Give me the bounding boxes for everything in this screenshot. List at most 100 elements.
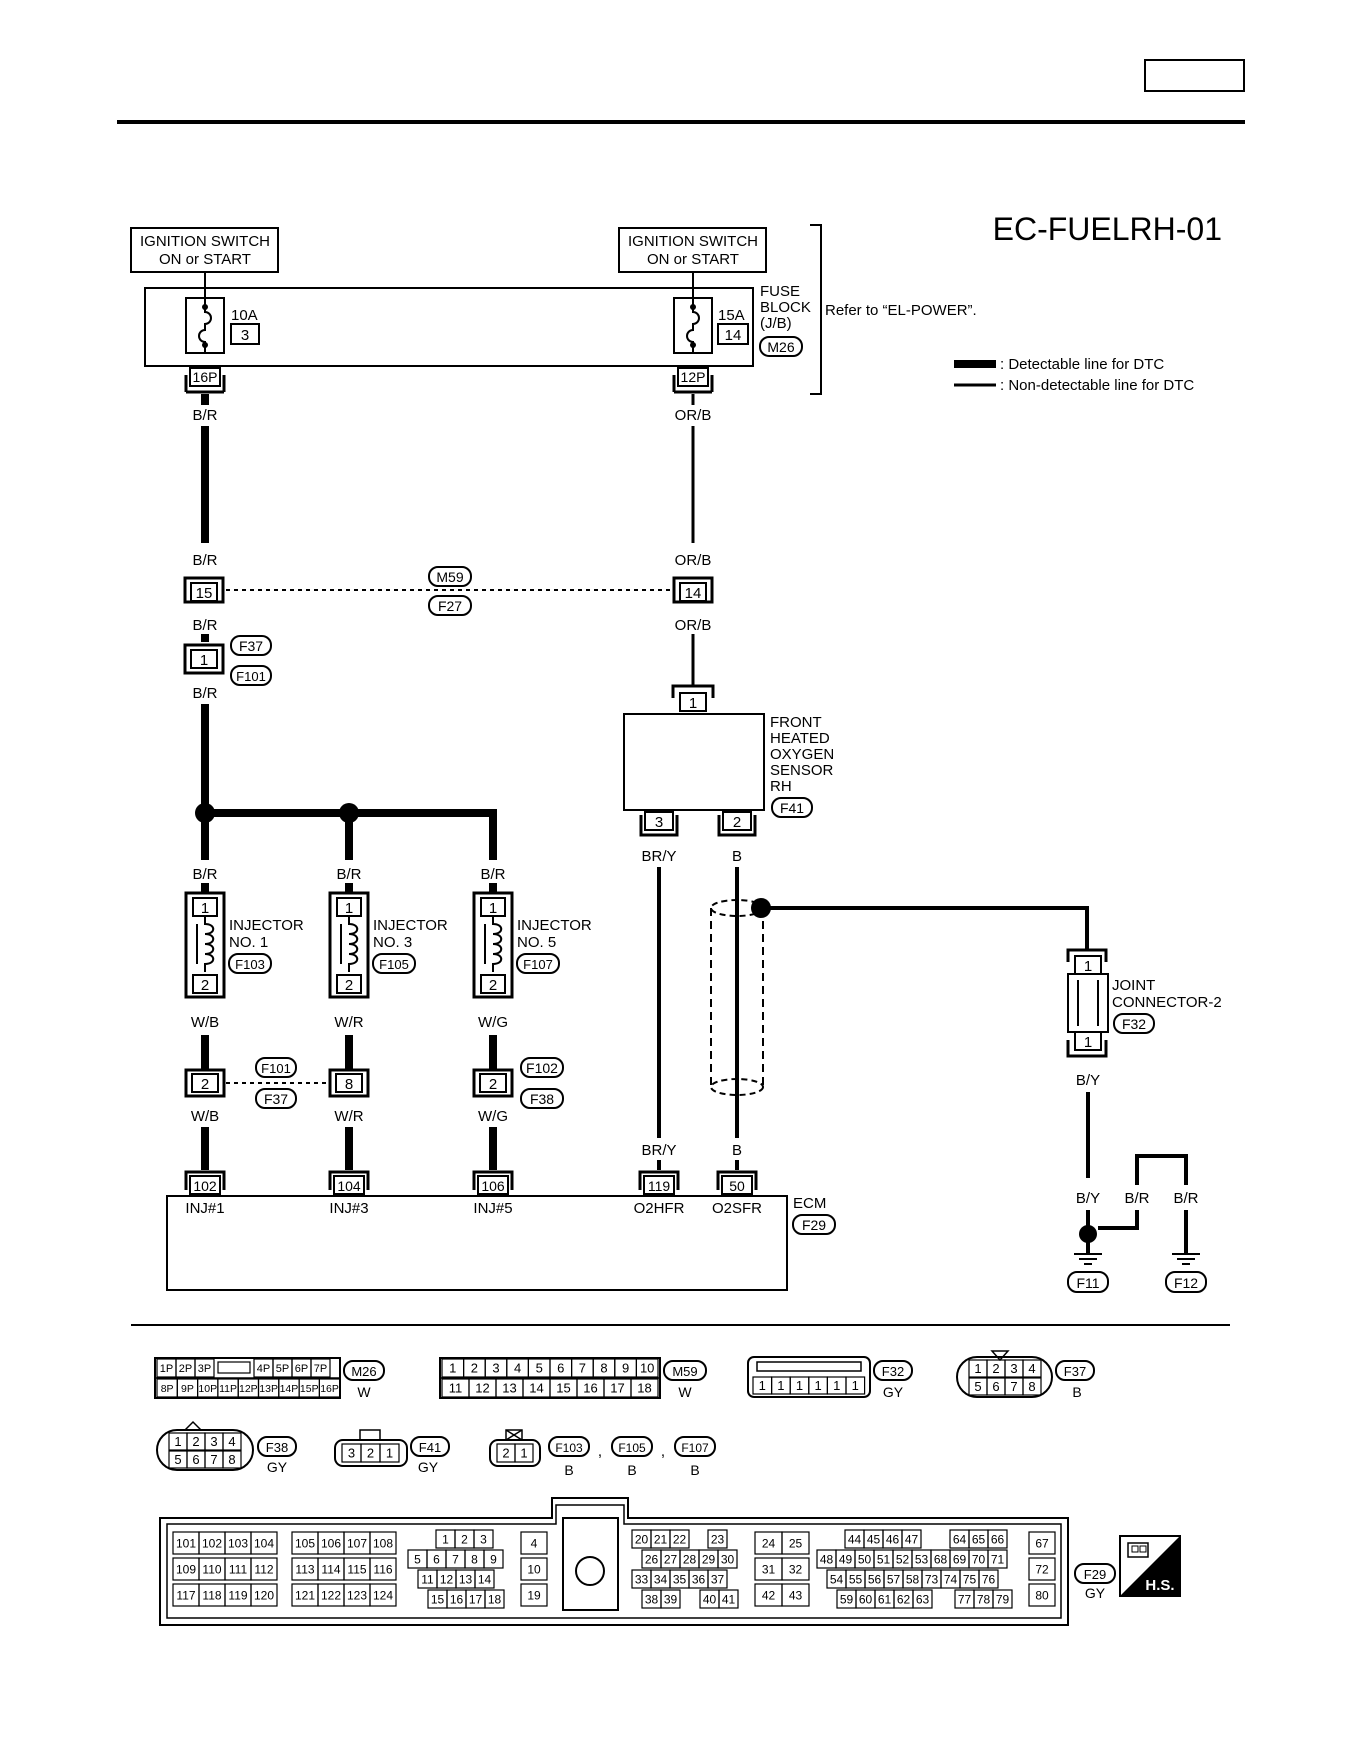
pin-label: 63 [916,1592,930,1606]
svg-text:2: 2 [201,1076,209,1093]
svg-text:IGNITION SWITCH: IGNITION SWITCH [628,233,758,250]
pin-cell [520,1557,548,1581]
pin-cell [1022,1377,1042,1396]
pin-label: 29 [702,1552,716,1566]
pin-label: 1 [974,1361,981,1376]
pin-label: 34 [654,1572,668,1586]
pin-cell [369,1531,397,1555]
label-wg-2: W/G [478,1108,508,1125]
pin-label: 1 [833,1378,840,1393]
svg-text:F41: F41 [419,1440,441,1455]
pin-label: 53 [915,1552,929,1566]
pin-label: 56 [868,1572,882,1586]
pin-cell [781,1557,810,1581]
svg-text:GY: GY [883,1384,904,1400]
pin-label: 14 [478,1572,492,1586]
svg-text:10A: 10A [231,307,258,324]
pin-cell [379,1443,400,1463]
splice-2 [339,803,359,823]
svg-text:12P: 12P [681,369,706,385]
svg-text:8: 8 [345,1076,353,1093]
pin-label: 6P [295,1363,308,1375]
pin-label: 121 [295,1588,315,1602]
pin-label: 118 [202,1588,221,1602]
svg-text:INJECTOR: INJECTOR [517,917,592,934]
svg-text:W: W [357,1384,371,1400]
label-b-2: B [732,1142,742,1159]
front-heated-oxygen-sensor: 1 FRONT HEATED OXYGEN SENSOR RH F41 3 2 [623,684,834,837]
pin-label: 2 [992,1361,999,1376]
svg-text:F103: F103 [555,1441,583,1455]
splice-1 [195,803,215,823]
pin-label: 108 [373,1536,393,1550]
svg-text:JOINT: JOINT [1112,977,1155,994]
pin-label: 17 [469,1592,483,1606]
pin-label: 55 [849,1572,863,1586]
pin-label: 11 [449,1381,463,1396]
pin-label: 8 [1028,1379,1035,1394]
pin-cell [514,1443,534,1463]
pin-label: 8 [471,1552,478,1566]
svg-text:F101: F101 [261,1061,291,1076]
pin-label: 2 [461,1532,468,1546]
pin-label: 123 [347,1588,367,1602]
pin-label: 124 [373,1588,393,1602]
pin-label: 21 [654,1532,668,1546]
pin-label: 2 [471,1361,478,1376]
refer-text: Refer to “EL-POWER”. [825,302,977,319]
label-orb-2: OR/B [675,552,712,569]
svg-text:F107: F107 [523,957,553,972]
pin-cell [194,1358,215,1378]
injector-1: 1 2 INJECTOR NO. 1 F103 [184,883,304,999]
svg-text:3: 3 [655,814,663,831]
pin-label: 42 [762,1588,776,1602]
pin-label: 58 [906,1572,920,1586]
refer-bracket [810,224,822,395]
svg-text:RH: RH [770,778,792,795]
pin-cell [310,1358,331,1378]
pin-label: 3 [348,1446,355,1461]
pin-label: 1 [852,1378,859,1393]
pin-cell [781,1583,810,1607]
pin-label: 11P [219,1383,237,1395]
pin-label: 4 [228,1434,235,1449]
svg-text:M59: M59 [672,1364,697,1379]
svg-text:ECM: ECM [793,1195,826,1212]
pin-label: 3 [492,1361,499,1376]
connector-f37-f101: 1 F37 F101 [183,634,272,686]
pin-label: 113 [295,1562,314,1576]
pin-label: 1P [160,1363,173,1375]
pin-label: 106 [321,1536,341,1550]
svg-text:B: B [564,1462,573,1478]
pin-cell [369,1557,397,1581]
svg-text:1: 1 [489,900,497,917]
svg-text:F41: F41 [780,800,804,816]
svg-text:F101: F101 [236,669,266,684]
pin-cell [1022,1359,1042,1378]
pin-cell [635,1358,659,1378]
connector-16p: 16P [184,367,226,394]
pin-label: 59 [840,1592,854,1606]
svg-text:F12: F12 [1174,1275,1198,1291]
svg-text:F32: F32 [1122,1016,1146,1032]
svg-text:INJ#1: INJ#1 [185,1200,224,1217]
pin-label: 1 [759,1378,766,1393]
pin-label: 110 [202,1562,221,1576]
wire-br-bus [205,809,497,860]
pin-cell [1028,1583,1056,1607]
label-br-inj5: B/R [480,866,505,883]
pin-label: 16 [583,1381,597,1396]
pin-label: 68 [934,1552,948,1566]
svg-text:F102: F102 [526,1060,558,1076]
pin-label: 45 [867,1532,881,1546]
pin-label: 25 [789,1536,803,1550]
svg-text:ON or START: ON or START [159,251,251,268]
svg-text:: Detectable line for DTC: : Detectable line for DTC [1000,356,1164,373]
svg-text:F11: F11 [1076,1275,1099,1291]
pin-label: 24 [762,1536,776,1550]
pin-label: 9 [622,1361,629,1376]
